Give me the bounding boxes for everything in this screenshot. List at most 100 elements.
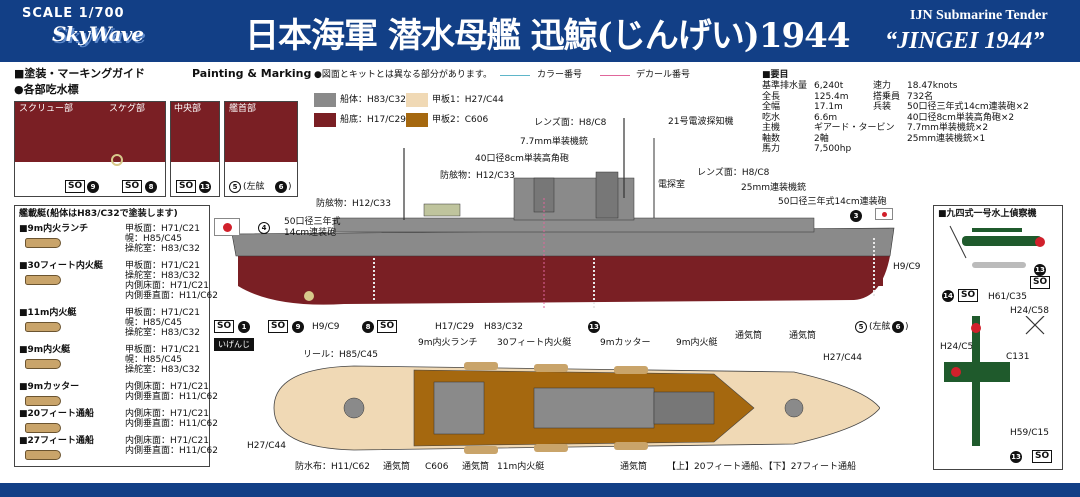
lens-label: レンズ面：H8/C8 [697,168,770,178]
boat-color-line: 幌：H85/C45 [125,234,182,244]
header-bar [0,0,1080,62]
propeller-icon [111,154,123,166]
deck1-color-swatch [406,93,428,107]
guide-title: ■塗装・マーキングガイド [14,67,146,80]
decal-number: 13 [588,321,600,333]
hinomaru-flag [875,208,893,220]
spec-value: 2軸 [814,133,829,144]
spec-key: 馬力 [762,144,781,154]
boat-color-line: 内側床面：H71/C21 [125,382,209,392]
boat-name: ■20フィート通船 [19,409,94,419]
skeg-label: スケグ部 [109,104,146,114]
hull-color-label: 船体：H83/C32 [340,95,406,105]
lens-label: レンズ面：H8/C8 [534,118,607,128]
boat9m-label: 9m内火艇 [676,338,718,348]
scale-label: SCALE 1/700 [22,6,125,21]
spec-value: 6.6m [814,112,838,123]
boat-name: ■9m内火艇 [19,345,71,355]
draught-panel-bow: 艦首部 5 (左舷 6 ) [224,101,298,197]
aft-structure-top [653,391,715,425]
spec-key: 主機 [762,123,781,133]
boat-color-line: 甲板面：H71/C21 [125,224,200,234]
deck2-color-label: 甲板2：C606 [432,115,489,125]
boat-color-line: 操舵室：H83/C32 [125,328,200,338]
decal-number: 14 [942,290,954,302]
seaplane-side-view [949,225,1045,268]
superstructure-top [433,381,485,435]
mg25-label: 25mm連装機銃 [741,183,806,193]
bow-port-note: (左舷 [243,182,265,192]
gun14-label: 50口径三年式14cm連装砲 [778,197,887,207]
boat-top [534,364,568,372]
spec-value: 6,240t [814,81,844,91]
boat-color-line: 内側床面：H71/C21 [125,281,209,291]
boat-color-line: 幌：H85/C45 [125,355,182,365]
spec-key: 軸数 [762,133,781,144]
bow-label: 艦首部 [229,104,257,114]
color-label: H61/C35 [988,292,1027,302]
vent-label: 通気筒 [620,462,648,472]
color-legend-label: カラー番号 [537,70,583,80]
boat-color-line: 甲板面：H71/C21 [125,308,200,318]
bridge-top [533,387,655,429]
decal-number: 6 [275,181,287,193]
decal-number: 9 [292,321,304,333]
so-tag: SO [268,320,289,333]
gun14-label: 14cm連装砲 [284,228,337,238]
vent-label: 通気筒 [383,462,411,472]
boat-color-line: 操舵室：H83/C32 [125,365,200,375]
boat-name: ■30フィート内火艇 [19,261,103,271]
specs-title: ■要目 [762,70,789,80]
decal-legend-line [600,75,630,76]
english-title: “JINGEI 1944” [885,28,1045,54]
hull-upper [231,227,895,257]
decal-legend-label: デカール番号 [636,70,691,80]
boat-color-line: 幌：H85/C45 [125,318,182,328]
hinomaru-marking [971,323,981,333]
boat-icon [25,423,61,433]
guide-title-en: Painting & Marking [192,67,312,80]
color-label: H83/C32 [484,322,523,332]
spec-key: 全長 [762,91,781,102]
decal-number: 13 [1010,451,1022,463]
propeller [1025,316,1045,335]
spec-value: ギアード・タービン [814,123,895,133]
boat-color-line: 操舵室：H83/C32 [125,244,200,254]
hull-bottom-swatch [15,102,165,162]
boat-top [614,366,648,374]
small-boats-label: 【上】20フィート通船、【下】27フィート通船 [667,462,857,472]
bottom-color-swatch [314,113,336,127]
draught-panel-screw: スクリュー部 スケグ部 SO 9 SO 8 [14,101,166,197]
gun14-label: 50口径三年式 [284,217,341,227]
screw-label: スクリュー部 [19,104,74,114]
spec-value: 732名 [907,91,934,102]
so-tag: SO [214,320,235,333]
boat30-label: 30フィート内火艇 [497,338,572,348]
spec-value: 7,500hp [814,144,852,154]
color-label: H9/C9 [312,322,340,332]
color-legend-line [500,75,530,76]
so-tag: SO [176,180,197,193]
deck1-color-label: 甲板1：H27/C44 [432,95,504,105]
hinomaru-marking [1035,237,1045,247]
boat-color-line: 内側垂直面：H11/C62 [125,392,218,402]
draught-panel-mid: 中央部 SO 13 [170,101,220,197]
boat-color-line: 内側垂直面：H11/C62 [125,419,218,429]
color-label: C606 [425,462,449,472]
decal-number: 6 [892,321,904,333]
boats-panel: 艦載艇(船体はH83/C32で塗装します) ■9m内火ランチ甲板面：H71/C2… [14,205,218,467]
float [972,262,1026,268]
spec-value: 40口径8cm単装高角砲×2 [907,112,1015,123]
boat-name: ■27フィート通船 [19,436,94,446]
spec-key: 速力 [873,81,892,91]
spec-value: 17.1m [814,102,843,112]
wing-top [944,362,1010,382]
seaplane-panel: ■九四式一号水上偵察機 13 14 SO H61/C35 SO H24/C58 … [933,205,1063,470]
color-label: H9/C9 [893,262,921,272]
spec-key: 全幅 [762,102,781,112]
color-label: H24/C58 [940,342,979,352]
spec-value: 125.4m [814,91,849,102]
decal-number: 13 [1034,264,1046,276]
boat-color-line: 甲板面：H71/C21 [125,345,200,355]
boat11-label: 11m内火艇 [497,462,545,472]
